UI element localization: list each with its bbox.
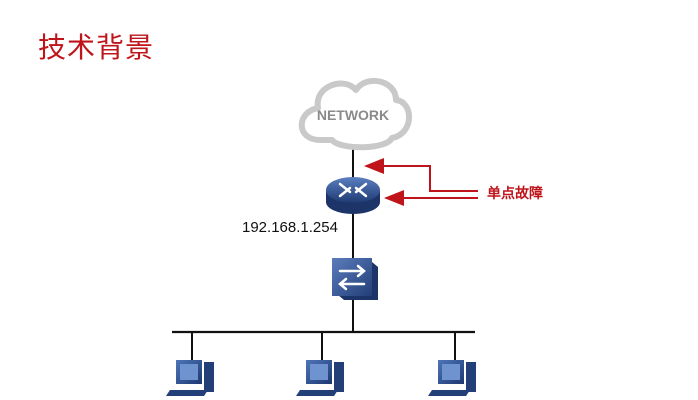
pc-icon [166,360,214,396]
router-icon [326,177,380,214]
cloud-icon: NETWORK [298,78,412,151]
pc-icon [296,360,344,396]
switch-icon [332,258,378,300]
pc-icon [428,360,476,396]
cloud-label: NETWORK [317,107,389,123]
single-point-failure-arrows [364,158,478,206]
single-point-failure-label: 单点故障 [487,186,543,202]
gateway-ip-label: 192.168.1.254 [242,219,338,236]
page-title: 技术背景 [38,31,155,64]
